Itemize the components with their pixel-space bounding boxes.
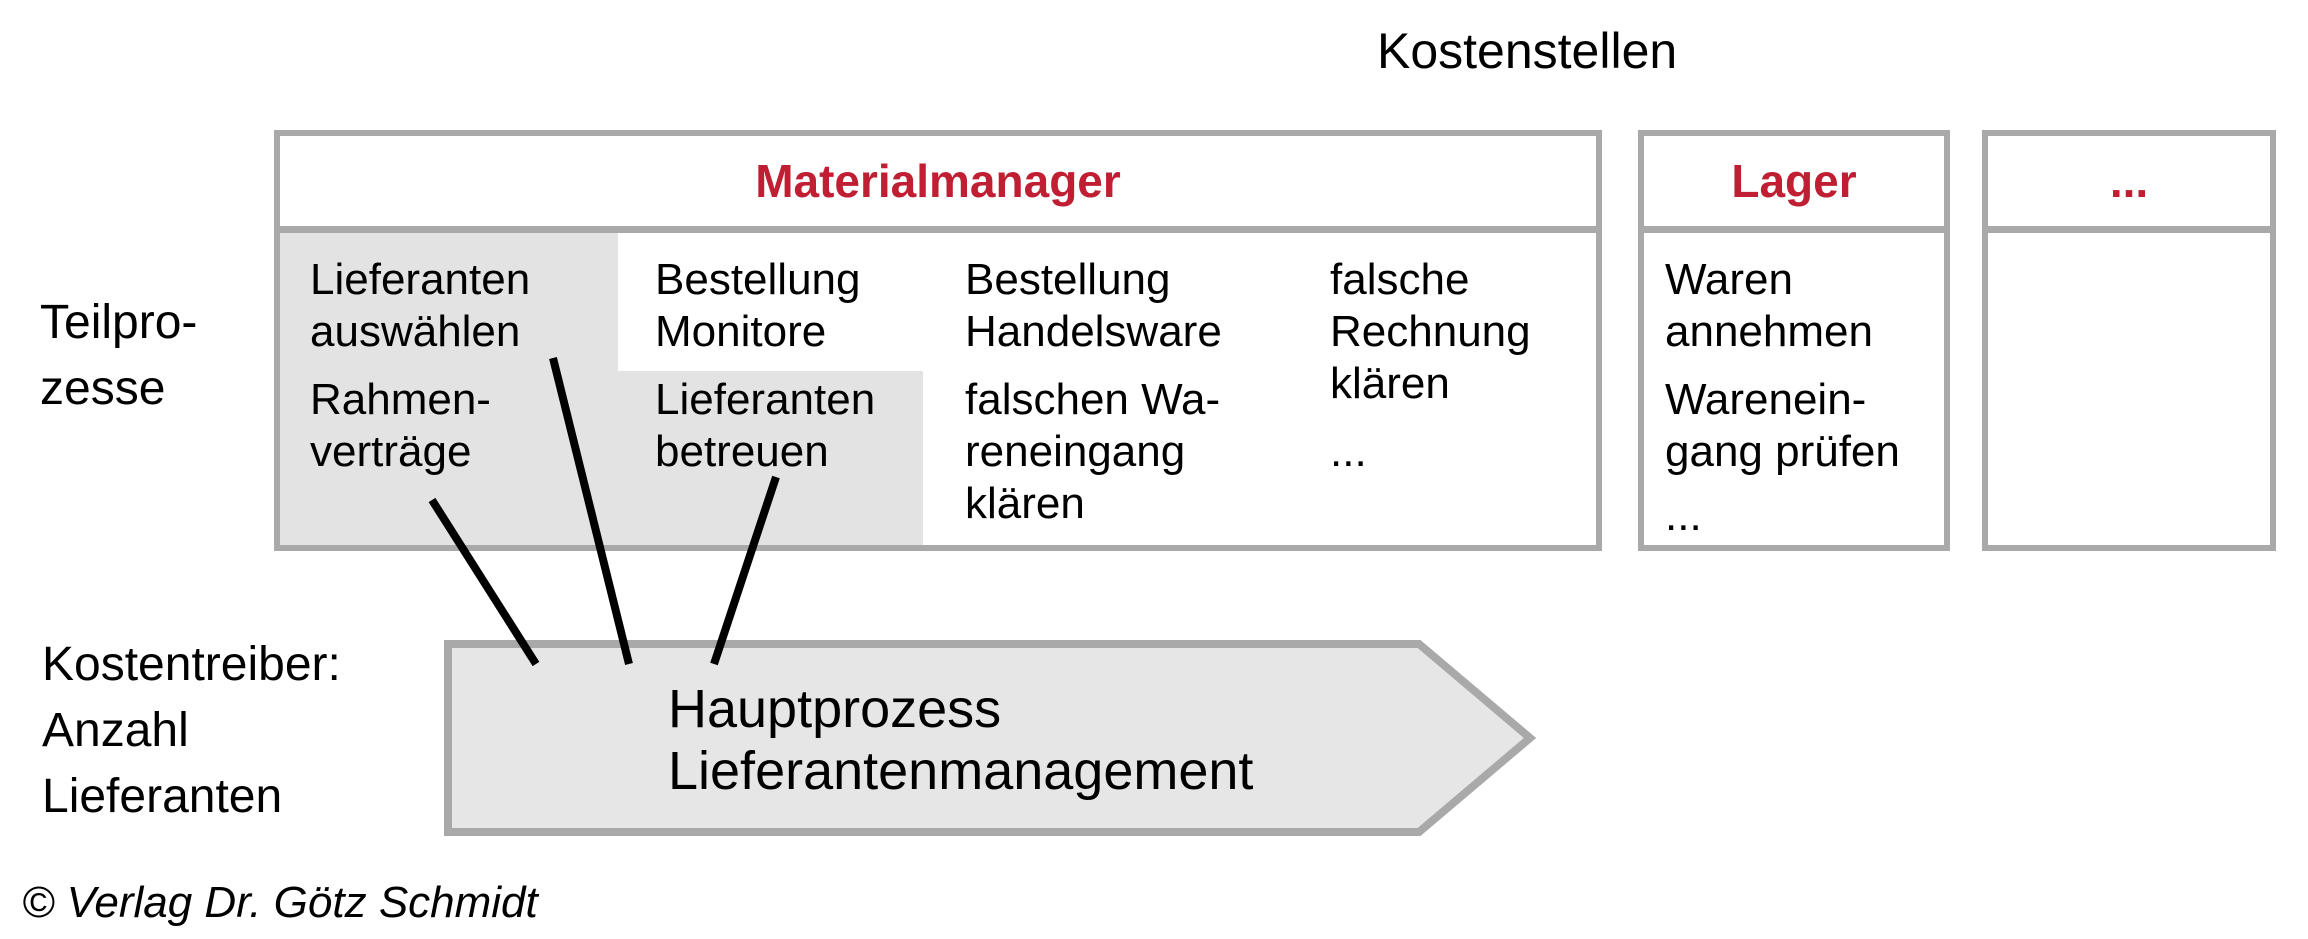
cell-lager-ellipsis: ...	[1665, 491, 1702, 540]
hauptprozess-arrow-shape	[444, 640, 1537, 836]
cell-bestellung-monitore: Bestellung Monitore	[655, 255, 861, 356]
cell-materialmanager-ellipsis: ...	[1330, 427, 1367, 476]
hauptprozess-label: Hauptprozess Lieferantenmanagement	[668, 679, 1254, 801]
cell-waren-annehmen: Waren annehmen	[1665, 255, 1873, 356]
teilprozesse-label: Teilpro- zesse	[40, 296, 198, 415]
kostentreiber-label: Kostentreiber: Anzahl Lieferanten	[42, 638, 341, 823]
cell-rahmenvertraege: Rahmen- verträge	[310, 375, 491, 476]
copyright-label: © Verlag Dr. Götz Schmidt	[22, 878, 538, 927]
lager-header: Lager	[1644, 136, 1944, 233]
more-table: ...	[1982, 130, 2276, 551]
lager-body	[1644, 233, 1944, 545]
cell-falsche-rechnung-klaeren: falsche Rechnung klären	[1330, 255, 1531, 408]
cell-falschen-wareneingang-klaeren: falschen Wa- reneingang klären	[965, 375, 1221, 528]
materialmanager-header: Materialmanager	[280, 136, 1596, 233]
cell-wareneingang-pruefen: Warenein- gang prüfen	[1665, 375, 1900, 476]
hauptprozess-arrow	[444, 640, 1544, 836]
diagram-title: Kostenstellen	[1377, 23, 1678, 79]
lager-table: Lager	[1638, 130, 1950, 551]
more-body	[1988, 233, 2270, 545]
cell-bestellung-handelsware: Bestellung Handelsware	[965, 255, 1222, 356]
cell-lieferanten-betreuen: Lieferanten betreuen	[655, 375, 876, 476]
cell-lieferanten-auswaehlen: Lieferanten auswählen	[310, 255, 531, 356]
more-header: ...	[1988, 136, 2270, 233]
